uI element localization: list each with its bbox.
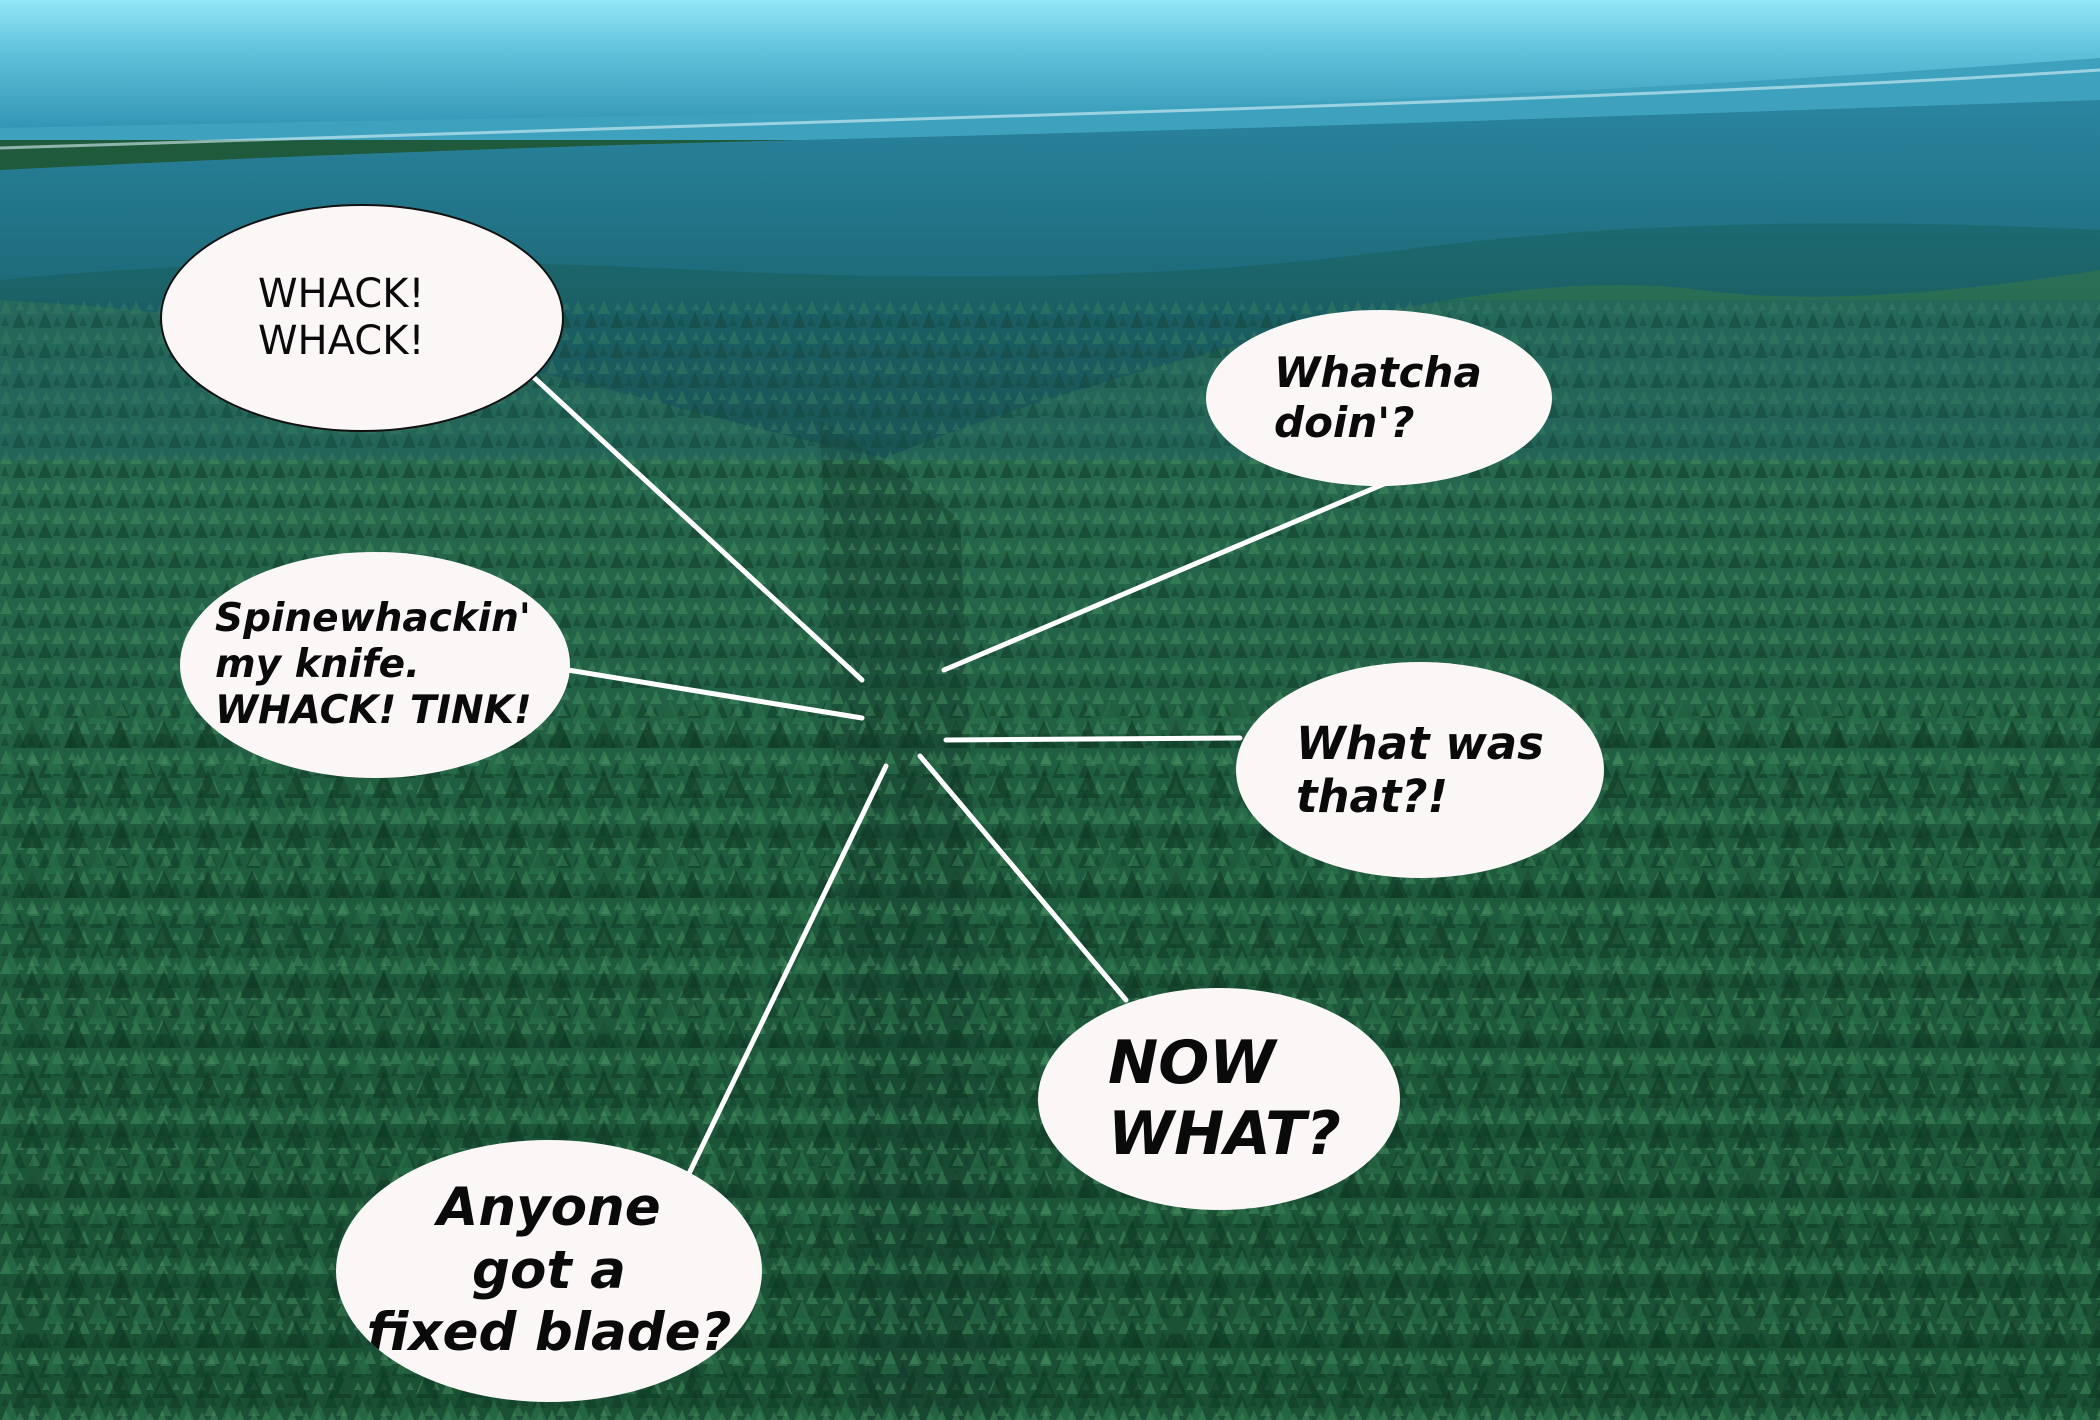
speech-text-now-what: NOW WHAT? [1108, 1028, 1341, 1169]
pointer-line-whatcha [941, 459, 1439, 673]
speech-bubble-fixed-blade: Anyone got a fixed blade? [336, 1140, 762, 1402]
speech-bubble-whack: WHACK! WHACK! [160, 204, 564, 432]
pointer-line-whack [525, 369, 865, 683]
speech-bubble-what-was-that: What was that?! [1236, 662, 1604, 878]
pointer-line-spine [565, 667, 865, 721]
pointer-line-whatwas [943, 735, 1243, 743]
pointer-line-nowwhat [917, 753, 1129, 1003]
speech-bubble-whatcha: Whatcha doin'? [1206, 310, 1552, 486]
speech-text-whack: WHACK! WHACK! [258, 270, 425, 364]
speech-bubble-spinewhackin: Spinewhackin' my knife. WHACK! TINK! [180, 552, 570, 778]
speech-text-spinewhackin: Spinewhackin' my knife. WHACK! TINK! [215, 595, 532, 733]
pointer-lines [525, 369, 1439, 1187]
speech-bubble-now-what: NOW WHAT? [1038, 988, 1400, 1210]
speech-text-whatcha: Whatcha doin'? [1274, 348, 1482, 447]
speech-text-what-was-that: What was that?! [1296, 716, 1544, 823]
speech-text-fixed-blade: Anyone got a fixed blade? [366, 1177, 732, 1364]
pointer-line-anyone [681, 763, 889, 1187]
